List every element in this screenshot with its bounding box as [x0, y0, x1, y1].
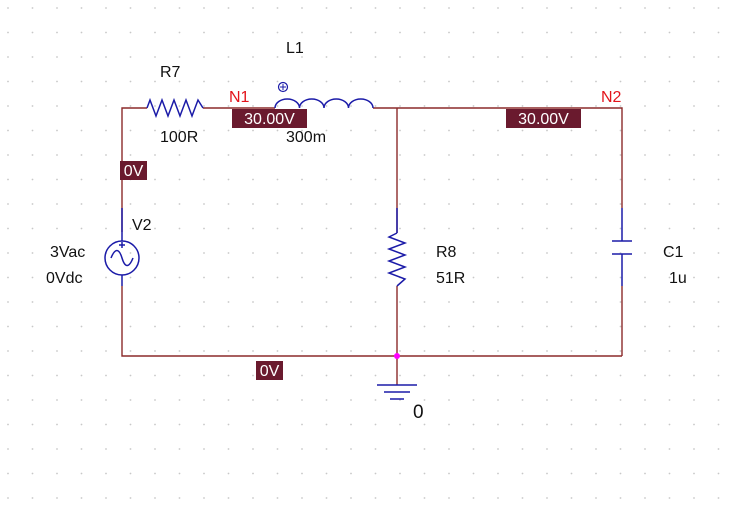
capacitor-c1[interactable] — [612, 208, 632, 286]
wires — [121, 107, 623, 385]
voltage-marker-n2[interactable]: 30.00V — [506, 109, 581, 128]
ac-source-v2[interactable] — [104, 208, 140, 286]
probe-ground-text: 0V — [260, 363, 280, 380]
plus-icon — [119, 242, 125, 248]
v2-ac-label: 3Vac — [50, 244, 85, 261]
c1-value-label: 1u — [669, 270, 687, 287]
voltage-marker-v2-top[interactable]: 0V — [120, 161, 147, 180]
probe-n2-text: 30.00V — [518, 111, 569, 128]
ground-symbol[interactable] — [377, 384, 417, 400]
probe-n1-text: 30.00V — [244, 111, 295, 128]
ground-net-label: 0 — [413, 402, 424, 423]
wire-left-top — [121, 107, 147, 232]
l1-ref-label: L1 — [286, 40, 304, 57]
voltage-marker-n1[interactable]: 30.00V — [232, 109, 307, 128]
inductor-dot-icon — [277, 81, 289, 93]
grid-dots — [7, 7, 720, 499]
voltage-marker-ground[interactable]: 0V — [256, 361, 283, 380]
inductor-l1[interactable] — [274, 98, 374, 109]
v2-dc-label: 0Vdc — [46, 270, 82, 287]
wire-bottom — [121, 286, 622, 357]
probe-v2-top-text: 0V — [124, 163, 144, 180]
v2-ref-label: V2 — [132, 217, 152, 234]
r7-ref-label: R7 — [160, 64, 181, 81]
resistor-r8[interactable] — [386, 208, 408, 287]
junction-dot — [394, 353, 400, 359]
net-n1-label: N1 — [229, 89, 250, 106]
sine-wave-icon — [110, 249, 134, 267]
r7-value-label: 100R — [160, 129, 198, 146]
l1-value-label: 300m — [286, 129, 326, 146]
net-n2-label: N2 — [601, 89, 622, 106]
r8-ref-label: R8 — [436, 244, 457, 261]
c1-ref-label: C1 — [663, 244, 684, 261]
resistor-r7[interactable] — [146, 97, 204, 119]
wire-top-right — [373, 107, 623, 208]
r8-value-label: 51R — [436, 270, 465, 287]
